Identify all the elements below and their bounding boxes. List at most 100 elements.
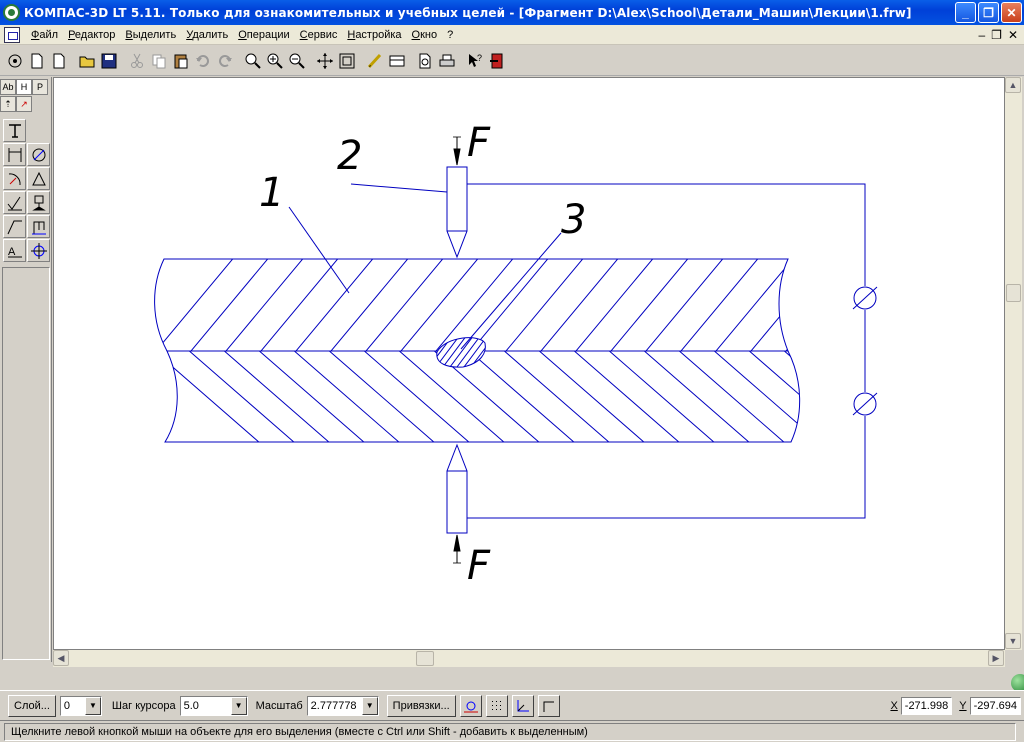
close-button[interactable]: ✕ xyxy=(1001,2,1022,23)
maximize-button[interactable]: ❐ xyxy=(978,2,999,23)
step-label: Шаг курсора xyxy=(111,699,176,712)
snap-icon xyxy=(463,701,478,712)
menu-file[interactable]: Файл xyxy=(31,28,59,41)
redo-button[interactable] xyxy=(214,50,236,72)
scroll-left-button[interactable]: ◀ xyxy=(53,650,69,666)
horizontal-scroll-thumb[interactable] xyxy=(416,651,434,666)
linear-dimension-button[interactable] xyxy=(3,143,26,166)
select-icon: ↗ xyxy=(20,98,28,109)
menu-select[interactable]: Выделить xyxy=(125,28,177,41)
leader-button[interactable] xyxy=(3,215,26,238)
layer-button[interactable]: Слой... xyxy=(8,694,56,717)
snap-settings-button[interactable] xyxy=(459,694,482,717)
kompas-app-icon[interactable] xyxy=(3,4,20,21)
horizontal-scrollbar[interactable]: ◀ ▶ xyxy=(53,650,1005,667)
leader-icon xyxy=(7,220,22,234)
redraw-button[interactable] xyxy=(364,50,386,72)
doc-restore-icon[interactable]: ❐ xyxy=(991,27,1002,42)
roughness-icon xyxy=(7,196,22,210)
grid-button[interactable] xyxy=(386,50,408,72)
open-button[interactable] xyxy=(76,50,98,72)
radial-dimension-button[interactable] xyxy=(3,167,26,190)
window-title: КОМПАС-3D LT 5.11. Только для ознакомите… xyxy=(24,5,912,20)
ortho-mode-button[interactable] xyxy=(537,694,560,717)
print-preview-button[interactable] xyxy=(414,50,436,72)
save-button[interactable] xyxy=(98,50,120,72)
layer-select[interactable]: 0 ▼ xyxy=(59,695,102,716)
vertical-scroll-thumb[interactable] xyxy=(1006,284,1021,302)
local-cs-button[interactable] xyxy=(511,694,534,717)
grid-toggle-button[interactable] xyxy=(485,694,508,717)
center-mark-icon xyxy=(30,242,47,259)
chevron-down-icon[interactable]: ▼ xyxy=(230,696,247,715)
menu-operations[interactable]: Операции xyxy=(238,28,290,41)
menu-window[interactable]: Окно xyxy=(411,28,438,41)
text-tool-button[interactable] xyxy=(3,119,26,142)
chevron-down-icon[interactable]: ▼ xyxy=(361,696,378,715)
zoom-in-button[interactable] xyxy=(264,50,286,72)
zoom-all-button[interactable] xyxy=(336,50,358,72)
title-bar: КОМПАС-3D LT 5.11. Только для ознакомите… xyxy=(0,0,1024,25)
base-symbol-button[interactable] xyxy=(27,191,50,214)
cut-button[interactable] xyxy=(126,50,148,72)
menu-settings[interactable]: Настройка xyxy=(347,28,402,41)
diameter-dimension-button[interactable] xyxy=(27,143,50,166)
text-tool-icon xyxy=(8,123,21,138)
radial-dimension-icon xyxy=(8,172,21,185)
help-pointer-button[interactable]: ? xyxy=(464,50,486,72)
scroll-down-button[interactable]: ▼ xyxy=(1005,633,1021,649)
copy-button[interactable] xyxy=(148,50,170,72)
scroll-up-button[interactable]: ▲ xyxy=(1005,77,1021,93)
menu-editor[interactable]: Редактор xyxy=(68,28,116,41)
chevron-down-icon[interactable]: ▼ xyxy=(84,696,101,715)
step-value: 5.0 xyxy=(183,699,199,712)
exit-icon xyxy=(490,53,503,68)
restore-icon: ❐ xyxy=(983,5,994,20)
menu-help[interactable]: ? xyxy=(447,28,454,41)
tab-editing[interactable]: P xyxy=(32,79,48,95)
print-button[interactable] xyxy=(436,50,458,72)
angular-dimension-button[interactable] xyxy=(27,167,50,190)
properties-button[interactable] xyxy=(4,50,26,72)
pan-button[interactable] xyxy=(314,50,336,72)
save-icon xyxy=(101,53,117,68)
snaps-button[interactable]: Привязки... xyxy=(386,694,456,717)
tab-geometry[interactable]: Ab xyxy=(0,79,16,95)
exit-button[interactable] xyxy=(486,50,508,72)
linear-dimension-icon xyxy=(8,147,21,162)
force-arrow-top xyxy=(453,136,461,166)
zoom-window-icon xyxy=(245,53,261,69)
new-fragment-button[interactable] xyxy=(48,50,70,72)
x-label: X xyxy=(890,699,898,712)
doc-minimize-icon[interactable]: – xyxy=(978,27,986,42)
scale-select[interactable]: 2.777778 ▼ xyxy=(306,695,379,716)
doc-close-icon[interactable]: ✕ xyxy=(1007,27,1018,42)
roughness-button[interactable] xyxy=(3,191,26,214)
center-mark-button[interactable] xyxy=(27,239,50,262)
document-system-menu-icon[interactable] xyxy=(4,26,20,43)
arrow-down-icon: ▼ xyxy=(1008,636,1018,646)
y-label: Y xyxy=(959,699,967,712)
menu-delete[interactable]: Удалить xyxy=(186,28,229,41)
zoom-window-button[interactable] xyxy=(242,50,264,72)
new-button[interactable] xyxy=(26,50,48,72)
pan-icon xyxy=(317,52,333,69)
scroll-right-button[interactable]: ▶ xyxy=(988,650,1004,666)
tab-measure[interactable]: ⇡ xyxy=(0,96,16,112)
drawing-canvas[interactable]: 1 2 3 F F xyxy=(53,77,1005,650)
tab-select[interactable]: ↗ xyxy=(16,96,32,112)
tab-dimensions[interactable]: H xyxy=(16,79,32,95)
zoom-out-icon xyxy=(289,53,305,69)
power-circuit xyxy=(467,183,878,519)
arrow-view-button[interactable]: A xyxy=(3,239,26,262)
vertical-scrollbar[interactable]: ▲ ▼ xyxy=(1005,77,1022,650)
menu-service[interactable]: Сервис xyxy=(299,28,338,41)
left-tool-panel: Ab H P ⇡ ↗ A xyxy=(0,77,52,662)
undo-button[interactable] xyxy=(192,50,214,72)
position-leader-button[interactable] xyxy=(27,215,50,238)
minimize-button[interactable]: _ xyxy=(955,2,976,23)
label-part-1: 1 xyxy=(259,170,284,216)
step-select[interactable]: 5.0 ▼ xyxy=(179,695,248,716)
zoom-out-button[interactable] xyxy=(286,50,308,72)
paste-button[interactable] xyxy=(170,50,192,72)
